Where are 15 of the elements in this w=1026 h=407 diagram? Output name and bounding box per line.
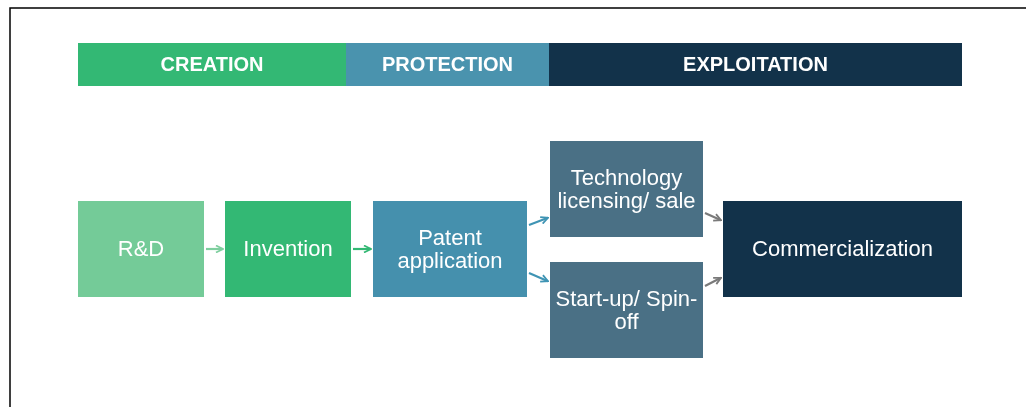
phase-banner: EXPLOITATION bbox=[549, 43, 962, 86]
phase-banner: PROTECTION bbox=[346, 43, 549, 86]
arrow bbox=[528, 272, 549, 283]
process-box: Technology licensing/ sale bbox=[550, 141, 703, 237]
process-box: Commercialization bbox=[723, 201, 962, 297]
process-box: Start-up/ Spin-off bbox=[550, 262, 703, 358]
arrow bbox=[704, 212, 722, 222]
arrow bbox=[206, 244, 224, 254]
process-box: Patent application bbox=[373, 201, 527, 297]
process-box: R&D bbox=[78, 201, 204, 297]
arrow bbox=[528, 216, 549, 227]
process-box: Invention bbox=[225, 201, 351, 297]
arrow bbox=[704, 276, 722, 287]
arrow bbox=[353, 244, 372, 254]
phase-banner: CREATION bbox=[78, 43, 346, 86]
